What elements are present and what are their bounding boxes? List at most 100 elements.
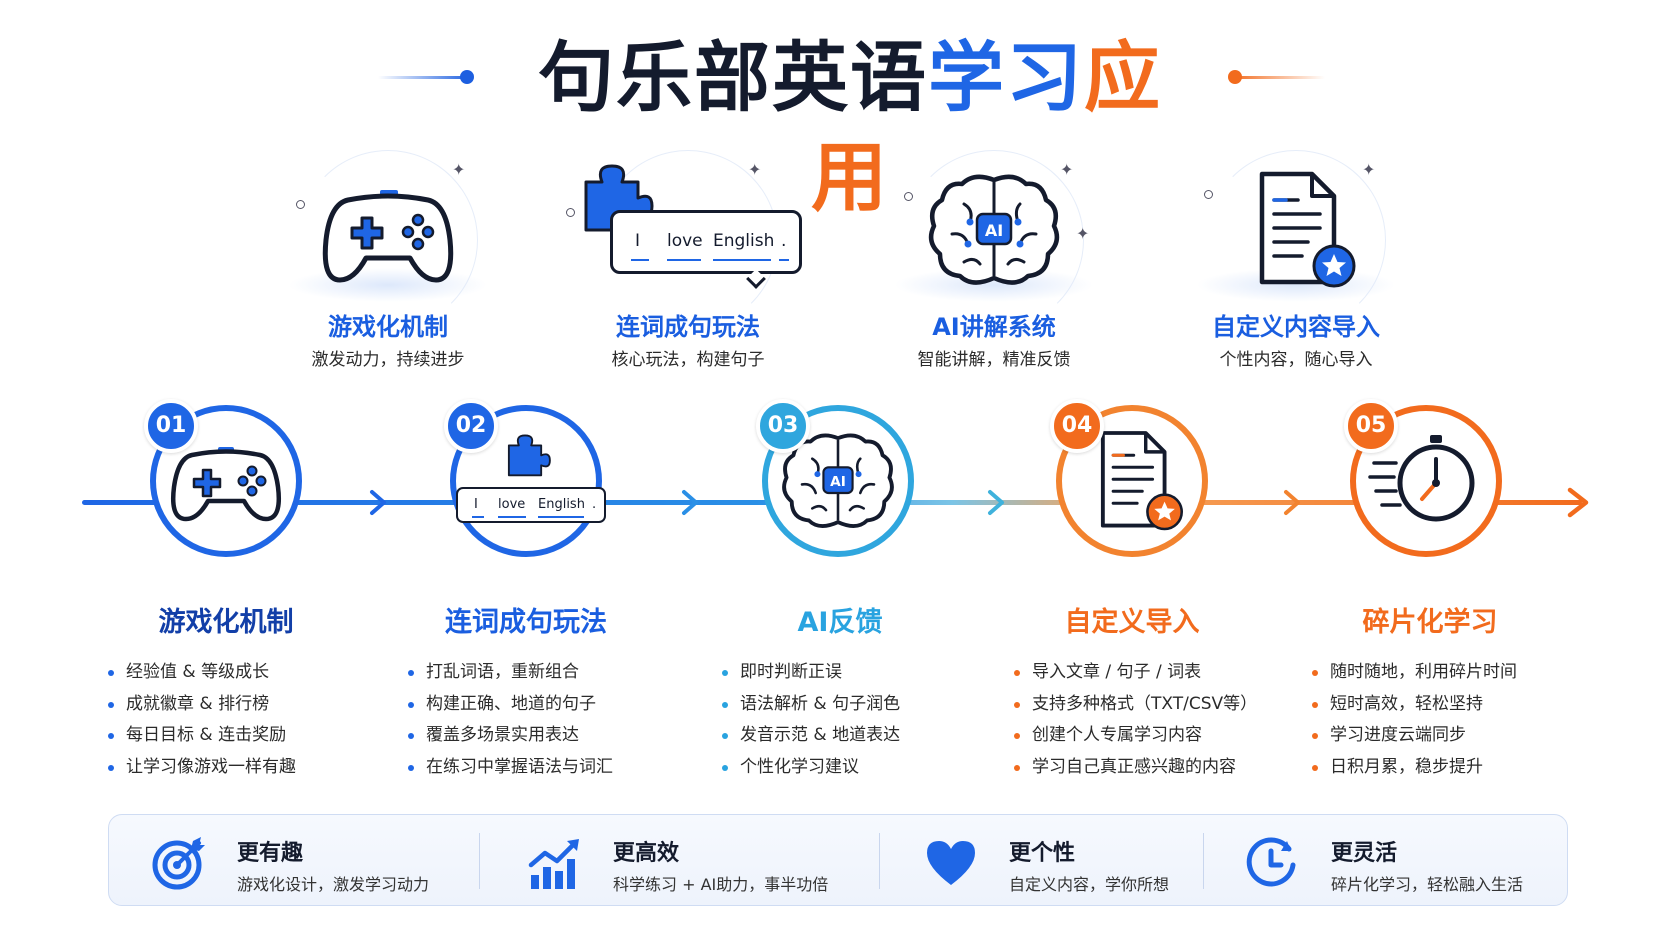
- gamepad-icon: [322, 190, 454, 283]
- list-item: 即时判断正误: [720, 657, 1020, 689]
- step-number-badge: 02: [444, 399, 498, 453]
- page-header: 句乐部英语学习应用: [0, 28, 1672, 222]
- sparkle-icon: ✦: [1362, 160, 1376, 179]
- sentence-word: love: [667, 231, 703, 251]
- list-item: 短时高效，轻松坚持: [1310, 689, 1610, 721]
- feature-card-ai-explanation: ✦ ✦ AI AI讲解系统 智能讲解，精准反馈: [874, 140, 1114, 380]
- list-item: 每日目标 & 连击奖励: [106, 720, 406, 752]
- step-title: 碎片化学习: [1362, 607, 1498, 638]
- step-bullet-list: 随时随地，利用碎片时间 短时高效，轻松坚持 学习进度云端同步 日积月累，稳步提升: [1310, 657, 1610, 783]
- sentence-word: .: [781, 231, 787, 251]
- title-left-dot: [460, 70, 474, 84]
- step-number-badge: 04: [1050, 399, 1104, 453]
- step-bullet-list: 打乱词语，重新组合 构建正确、地道的句子 覆盖多场景实用表达 在练习中掌握语法与…: [406, 657, 706, 783]
- sparkle-icon: ✦: [1060, 160, 1074, 179]
- benefit-personal: 更个性 自定义内容，学你所想: [893, 815, 1253, 907]
- ai-label: AI: [830, 474, 846, 490]
- step-details-custom-import: 自定义导入 导入文章 / 句子 / 词表 支持多种格式（TXT/CSV等） 创建…: [1012, 600, 1312, 783]
- ai-brain-icon: AI: [782, 433, 894, 528]
- feature-subtitle: 个性内容，随心导入: [1219, 350, 1373, 370]
- small-circle-icon: [1204, 190, 1213, 199]
- list-item: 经验值 & 等级成长: [106, 657, 406, 689]
- benefit-title: 更高效: [613, 841, 680, 866]
- step-bullet-list: 经验值 & 等级成长 成就徽章 & 排行榜 每日目标 & 连击奖励 让学习像游戏…: [106, 657, 406, 783]
- sentence-bubble: I love English .: [610, 210, 802, 289]
- page-title-part3: 应用: [811, 33, 1162, 222]
- list-item: 个性化学习建议: [720, 752, 1020, 784]
- list-item: 语法解析 & 句子润色: [720, 689, 1020, 721]
- ai-brain-icon: AI: [928, 174, 1060, 285]
- list-item: 随时随地，利用碎片时间: [1310, 657, 1610, 689]
- growth-chart-icon: [528, 839, 579, 889]
- list-item: 覆盖多场景实用表达: [406, 720, 706, 752]
- step-details-fragmented-learning: 碎片化学习 随时随地，利用碎片时间 短时高效，轻松坚持 学习进度云端同步 日积月…: [1310, 600, 1610, 783]
- benefits-bar: 更有趣 游戏化设计，激发学习动力 更高效 科学练习 + AI助力，事半功倍 更个…: [108, 814, 1568, 906]
- step-title: 游戏化机制: [158, 607, 294, 638]
- list-item: 支持多种格式（TXT/CSV等）: [1012, 689, 1312, 721]
- sentence-word: love: [498, 497, 526, 512]
- sparkle-icon: ✦: [452, 160, 466, 179]
- stopwatch-icon: [1368, 435, 1475, 522]
- list-item: 学习自己真正感兴趣的内容: [1012, 752, 1312, 784]
- feature-subtitle: 核心玩法，构建句子: [611, 350, 765, 370]
- step-title: 连词成句玩法: [445, 607, 607, 638]
- feature-title: 游戏化机制: [328, 313, 448, 341]
- ai-label: AI: [985, 221, 1003, 240]
- feature-title: 连词成句玩法: [616, 313, 760, 341]
- list-item: 在练习中掌握语法与词汇: [406, 752, 706, 784]
- feature-subtitle: 激发动力，持续进步: [311, 350, 465, 370]
- list-item: 让学习像游戏一样有趣: [106, 752, 406, 784]
- benefit-subtitle: 科学练习 + AI助力，事半功倍: [613, 875, 829, 894]
- step-details-sentence-building: 连词成句玩法 打乱词语，重新组合 构建正确、地道的句子 覆盖多场景实用表达 在练…: [406, 600, 706, 783]
- benefit-subtitle: 游戏化设计，激发学习动力: [237, 875, 430, 894]
- step-number-badge: 03: [756, 399, 810, 453]
- page-title-part2: 学习: [928, 33, 1084, 122]
- step-details-gamification: 游戏化机制 经验值 & 等级成长 成就徽章 & 排行榜 每日目标 & 连击奖励 …: [106, 600, 406, 783]
- puzzle-piece-icon: [507, 434, 551, 477]
- list-item: 导入文章 / 句子 / 词表: [1012, 657, 1312, 689]
- sentence-word: English: [538, 497, 585, 512]
- list-item: 日积月累，稳步提升: [1310, 752, 1610, 784]
- benefit-efficient: 更高效 科学练习 + AI助力，事半功倍: [497, 815, 857, 907]
- benefit-flexible: 更灵活 碎片化学习，轻松融入生活: [1199, 815, 1559, 907]
- list-item: 成就徽章 & 排行榜: [106, 689, 406, 721]
- feature-title: AI讲解系统: [932, 313, 1056, 341]
- benefit-subtitle: 碎片化学习，轻松融入生活: [1331, 875, 1524, 894]
- list-item: 创建个人专属学习内容: [1012, 720, 1312, 752]
- step-sentence-building: I love English . 02: [444, 399, 606, 557]
- step-details-ai-feedback: AI反馈 即时判断正误 语法解析 & 句子润色 发音示范 & 地道表达 个性化学…: [720, 600, 1020, 783]
- step-number-badge: 01: [144, 399, 198, 453]
- list-item: 打乱词语，重新组合: [406, 657, 706, 689]
- title-left-line: [378, 76, 473, 79]
- sentence-word: I: [635, 231, 641, 251]
- list-item: 构建正确、地道的句子: [406, 689, 706, 721]
- benefit-fun: 更有趣 游戏化设计，激发学习动力: [109, 815, 469, 907]
- step-title: 自定义导入: [1064, 607, 1200, 638]
- sentence-word: I: [474, 497, 478, 512]
- step-fragmented-learning: 05: [1344, 399, 1502, 557]
- step-gamification: 01: [144, 399, 302, 557]
- document-star-icon: [1100, 431, 1183, 531]
- step-number-badge: 05: [1344, 399, 1398, 453]
- feature-card-custom-import: ✦ 自定义内容导入 个性内容，随心导入: [1176, 140, 1416, 380]
- document-star-icon: [1259, 171, 1356, 288]
- sparkle-icon: ✦: [1076, 224, 1090, 243]
- benefit-title: 更有趣: [237, 841, 304, 866]
- benefit-title: 更灵活: [1331, 841, 1398, 866]
- feature-subtitle: 智能讲解，精准反馈: [917, 350, 1071, 370]
- step-bullet-list: 即时判断正误 语法解析 & 句子润色 发音示范 & 地道表达 个性化学习建议: [720, 657, 1020, 783]
- sentence-bubble: I love English .: [456, 487, 606, 523]
- step-bullet-list: 导入文章 / 句子 / 词表 支持多种格式（TXT/CSV等） 创建个人专属学习…: [1012, 657, 1312, 783]
- feature-card-sentence-building: ✦ I love English . 连词成句玩法 核心玩法，构建句子: [566, 140, 808, 380]
- timeline: 01 I love English . 02 AI 03: [0, 399, 1672, 600]
- step-custom-import: 04: [1050, 399, 1208, 557]
- step-ai-feedback: AI 03: [756, 399, 914, 557]
- feature-card-gamification: ✦ 游戏化机制 激发动力，持续进步: [268, 140, 508, 380]
- benefit-subtitle: 自定义内容，学你所想: [1009, 875, 1170, 894]
- feature-title: 自定义内容导入: [1212, 313, 1380, 341]
- page-title-part1: 句乐部英语: [538, 33, 928, 122]
- divider: [1203, 833, 1204, 889]
- small-circle-icon: [566, 208, 575, 217]
- sentence-word: English: [713, 231, 775, 251]
- title-right-line: [1230, 76, 1325, 79]
